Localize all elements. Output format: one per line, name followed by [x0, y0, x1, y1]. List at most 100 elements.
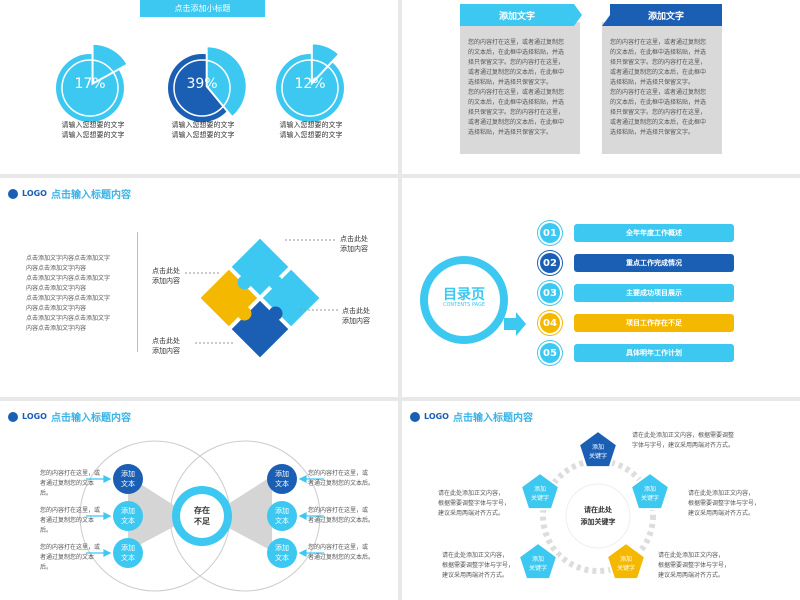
note-line: 您的内容打在这里，或: [40, 544, 101, 551]
puzzle-graphic: [185, 238, 340, 358]
left-text-line: 点击添加文字内容点击添加文字: [26, 315, 111, 322]
node-label[interactable]: 添加文本: [267, 506, 297, 526]
box-text-line: 您的内容打在这里，或者通过复制您: [468, 39, 565, 46]
keyword-text: 关键字: [588, 453, 607, 460]
keyword-text: 添加: [643, 486, 656, 493]
box-text-line: 或者通过复制您的文本后，在此框中: [468, 69, 565, 76]
left-text-line: 内容点击添加文字内容: [26, 285, 87, 292]
note-line: 者通过复制您的文本后。: [308, 480, 375, 487]
text-box-right[interactable]: [602, 22, 722, 154]
left-text-line: 内容点击添加文字内容: [26, 325, 87, 332]
slide-pies[interactable]: 点击添加小标题 17% 39% 12% 请输入您想要的文字 请输入您想要的文字 …: [0, 0, 398, 174]
text-box-left[interactable]: [460, 22, 580, 154]
keyword-note[interactable]: 请在此处添加正文内容，根据需要调整字体与字号，建议采用两端对齐方式。: [438, 489, 558, 519]
center-label: 不足: [194, 517, 210, 526]
keyword-label[interactable]: 添加关键字: [520, 485, 560, 503]
label: 点击此处: [340, 235, 368, 243]
node-text: 添加: [275, 544, 289, 552]
pie-slice: [91, 42, 129, 86]
node-label[interactable]: 添加文本: [113, 543, 143, 563]
keyword-note[interactable]: 请在此处添加正文内容，根据需要调整字体与字号，建议采用两端对齐方式。: [632, 431, 752, 451]
note-line: 者通过复制您的文本后。: [308, 517, 375, 524]
contents-item-5[interactable]: 具体明年工作计划: [574, 344, 734, 362]
keyword-label[interactable]: 添加关键字: [630, 485, 670, 503]
left-text-block[interactable]: 点击添加文字内容点击添加文字内容点击添加文字内容点击添加文字内容点击添加文字内容…: [26, 254, 136, 334]
logo: LOGO: [424, 412, 449, 421]
contents-number: 03: [540, 283, 560, 303]
slide-keywords[interactable]: LOGO 点击输入标题内容 请在此处 添加关键字 添加关键字添加关键字添加关键字…: [402, 401, 800, 600]
note-line: 根据需要调整字体与字号，: [658, 562, 731, 569]
left-note[interactable]: 您的内容打在这里，或者通过复制您的文本后。: [40, 469, 100, 499]
contents-ring: [420, 256, 508, 344]
contents-item-2[interactable]: 重点工作完成情况: [574, 254, 734, 272]
keyword-pentagon: [517, 541, 559, 581]
box-text-line: 的文本后，在此框中选择粘贴，并选: [468, 49, 565, 56]
logo-icon: [8, 188, 18, 199]
pie-label-1: 17%: [74, 76, 106, 92]
contents-number: 04: [540, 313, 560, 333]
label: 点击此处: [342, 307, 370, 315]
slide-title[interactable]: 点击输入标题内容: [50, 190, 131, 201]
contents-number: 02: [540, 253, 560, 273]
pie-caption: 请输入您想要的文字: [61, 131, 125, 139]
keyword-pentagon: [605, 541, 647, 581]
box-text-line: 的文本后，在此框中选择粘贴，并选: [468, 99, 565, 106]
label: 添加内容: [152, 277, 180, 285]
keyword-pentagon: [577, 429, 619, 469]
node-circle: [113, 501, 143, 531]
keyword-text: 添加: [531, 556, 544, 563]
left-note[interactable]: 您的内容打在这里，或者通过复制您的文本后。: [40, 506, 100, 536]
right-note[interactable]: 您的内容打在这里，或者通过复制您的文本后。: [308, 506, 388, 526]
center-label: 存在: [194, 506, 210, 515]
slide-puzzle[interactable]: LOGO 点击输入标题内容 点击添加文字内容点击添加文字内容点击添加文字内容点击…: [0, 178, 398, 397]
keyword-text: 关键字: [640, 495, 659, 502]
node-label[interactable]: 添加文本: [113, 506, 143, 526]
arrow-right-icon: [504, 312, 526, 336]
node-text: 文本: [121, 480, 135, 488]
note-line: 请在此处添加正文内容，: [442, 552, 509, 559]
slide-title[interactable]: 点击输入标题内容: [50, 413, 131, 424]
center-keyword: 添加关键字: [580, 518, 616, 526]
contents-item-1[interactable]: 全年年度工作概述: [574, 224, 734, 242]
keyword-note[interactable]: 请在此处添加正文内容，根据需要调整字体与字号，建议采用两端对齐方式。: [658, 551, 778, 581]
right-note[interactable]: 您的内容打在这里，或者通过复制您的文本后。: [308, 469, 388, 489]
box-text-line: 择只保留文字。您的内容打在这里，: [610, 109, 707, 116]
pie-12: [276, 42, 344, 122]
node-text: 文本: [275, 517, 289, 525]
node-label[interactable]: 添加文本: [267, 543, 297, 563]
slide-insufficient[interactable]: LOGO 点击输入标题内容 存在: [0, 401, 398, 600]
contents-item-3[interactable]: 主要成功项目展示: [574, 284, 734, 302]
pie-caption: 请输入您想要的文字: [279, 121, 343, 129]
node-text: 添加: [121, 470, 135, 478]
node-text: 文本: [275, 480, 289, 488]
keyword-label[interactable]: 添加关键字: [578, 443, 618, 461]
keyword-note[interactable]: 请在此处添加正文内容，根据需要调整字体与字号，建议采用两端对齐方式。: [442, 551, 562, 581]
logo: LOGO: [22, 412, 47, 421]
divider-line: [137, 232, 138, 352]
node-label[interactable]: 添加文本: [267, 469, 297, 489]
subtitle-banner[interactable]: 点击添加小标题: [140, 0, 265, 17]
pie-caption: 请输入您想要的文字: [171, 121, 235, 129]
pie-charts: [56, 42, 344, 122]
keyword-label[interactable]: 添加关键字: [518, 555, 558, 573]
left-note[interactable]: 您的内容打在这里，或者通过复制您的文本后。: [40, 543, 100, 573]
pie-caption: 请输入您想要的文字: [61, 121, 125, 129]
slide-title[interactable]: 点击输入标题内容: [452, 413, 533, 424]
box-body-left: 您的内容打在这里，或者通过复制您的文本后，在此框中选择粘贴，并选择只保留文字。您…: [468, 38, 576, 138]
keyword-text: 关键字: [530, 495, 549, 502]
keyword-note[interactable]: 请在此处添加正文内容，根据需要调整字体与字号，建议采用两端对齐方式。: [688, 489, 800, 519]
node-text: 添加: [121, 544, 135, 552]
slide-text-boxes[interactable]: 添加文字 添加文字 您的内容打在这里，或者通过复制您的文本后，在此框中选择粘贴，…: [402, 0, 800, 174]
contents-title: 目录页: [443, 287, 485, 303]
pie-ring: [173, 59, 231, 117]
node-label[interactable]: 添加文本: [113, 469, 143, 489]
pie-caption: 请输入您想要的文字: [279, 131, 343, 139]
right-note[interactable]: 您的内容打在这里，或者通过复制您的文本后。: [308, 543, 388, 563]
box-text-line: 选择粘贴，并选择只保留文字。: [610, 79, 695, 86]
contents-item-4[interactable]: 项目工作存在不足: [574, 314, 734, 332]
pie-label-2: 39%: [186, 76, 218, 92]
note-line: 建议采用两端对齐方式。: [442, 572, 509, 579]
keyword-label[interactable]: 添加关键字: [606, 555, 646, 573]
